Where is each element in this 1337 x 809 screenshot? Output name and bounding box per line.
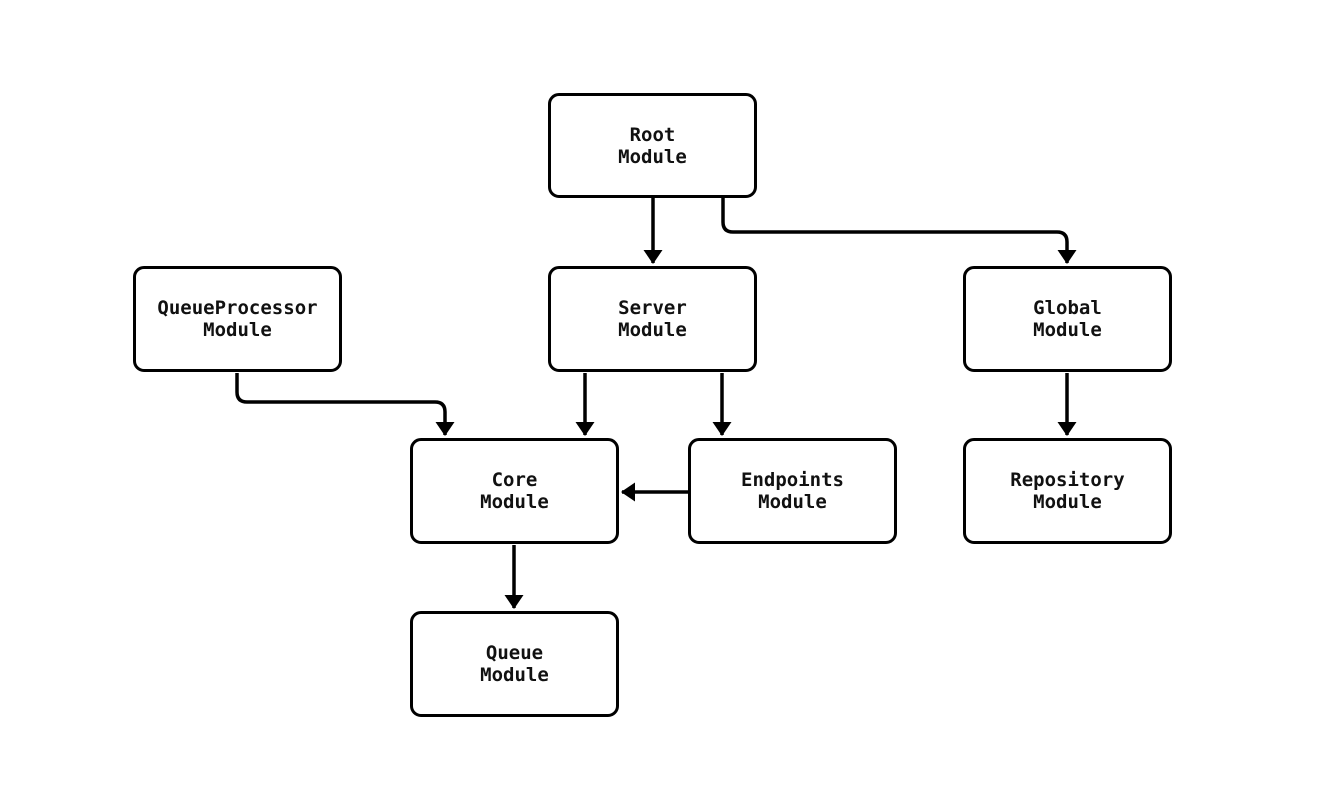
edge-queueprocessor-to-core bbox=[235, 373, 455, 436]
node-root-module-label: Root Module bbox=[618, 123, 687, 168]
node-repository-module-label: Repository Module bbox=[1010, 469, 1125, 513]
node-queue-module: Queue Module bbox=[410, 611, 619, 717]
node-server-module-label: Server Module bbox=[618, 297, 687, 341]
node-endpoints-module: Endpoints Module bbox=[688, 438, 897, 544]
node-endpoints-module-label: Endpoints Module bbox=[741, 469, 844, 513]
node-queueprocessor-module-label: QueueProcessor Module bbox=[157, 297, 318, 341]
node-global-module-label: Global Module bbox=[1033, 297, 1102, 341]
node-global-module: Global Module bbox=[963, 266, 1172, 372]
node-core-module: Core Module bbox=[410, 438, 619, 544]
node-repository-module: Repository Module bbox=[963, 438, 1172, 544]
node-queueprocessor-module: QueueProcessor Module bbox=[133, 266, 342, 372]
edge-root-to-global bbox=[721, 198, 1077, 264]
node-server-module: Server Module bbox=[548, 266, 757, 372]
node-queue-module-label: Queue Module bbox=[480, 642, 549, 686]
node-root-module: Root Module bbox=[548, 93, 757, 198]
node-core-module-label: Core Module bbox=[480, 469, 549, 513]
